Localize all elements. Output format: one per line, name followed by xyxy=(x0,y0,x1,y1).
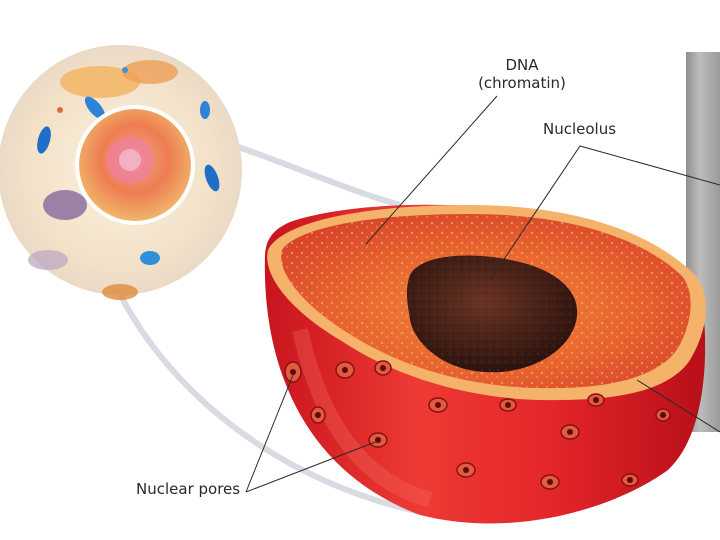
leader-pores-2 xyxy=(245,440,379,493)
dna-label-line2: (chromatin) xyxy=(478,74,566,92)
nucleolus-label: Nucleolus xyxy=(543,120,617,138)
dna-label-line1: DNA xyxy=(505,56,539,74)
nuclear-pores-label: Nuclear pores xyxy=(136,480,241,498)
leader-envelope xyxy=(636,379,720,433)
dna-label: DNA (chromatin) xyxy=(477,56,567,92)
cell-illustration xyxy=(0,45,242,300)
leader-nucleolus xyxy=(489,145,720,281)
leader-pores xyxy=(245,374,294,493)
nucleus-illustration xyxy=(264,204,706,524)
leader-dna xyxy=(365,95,498,245)
